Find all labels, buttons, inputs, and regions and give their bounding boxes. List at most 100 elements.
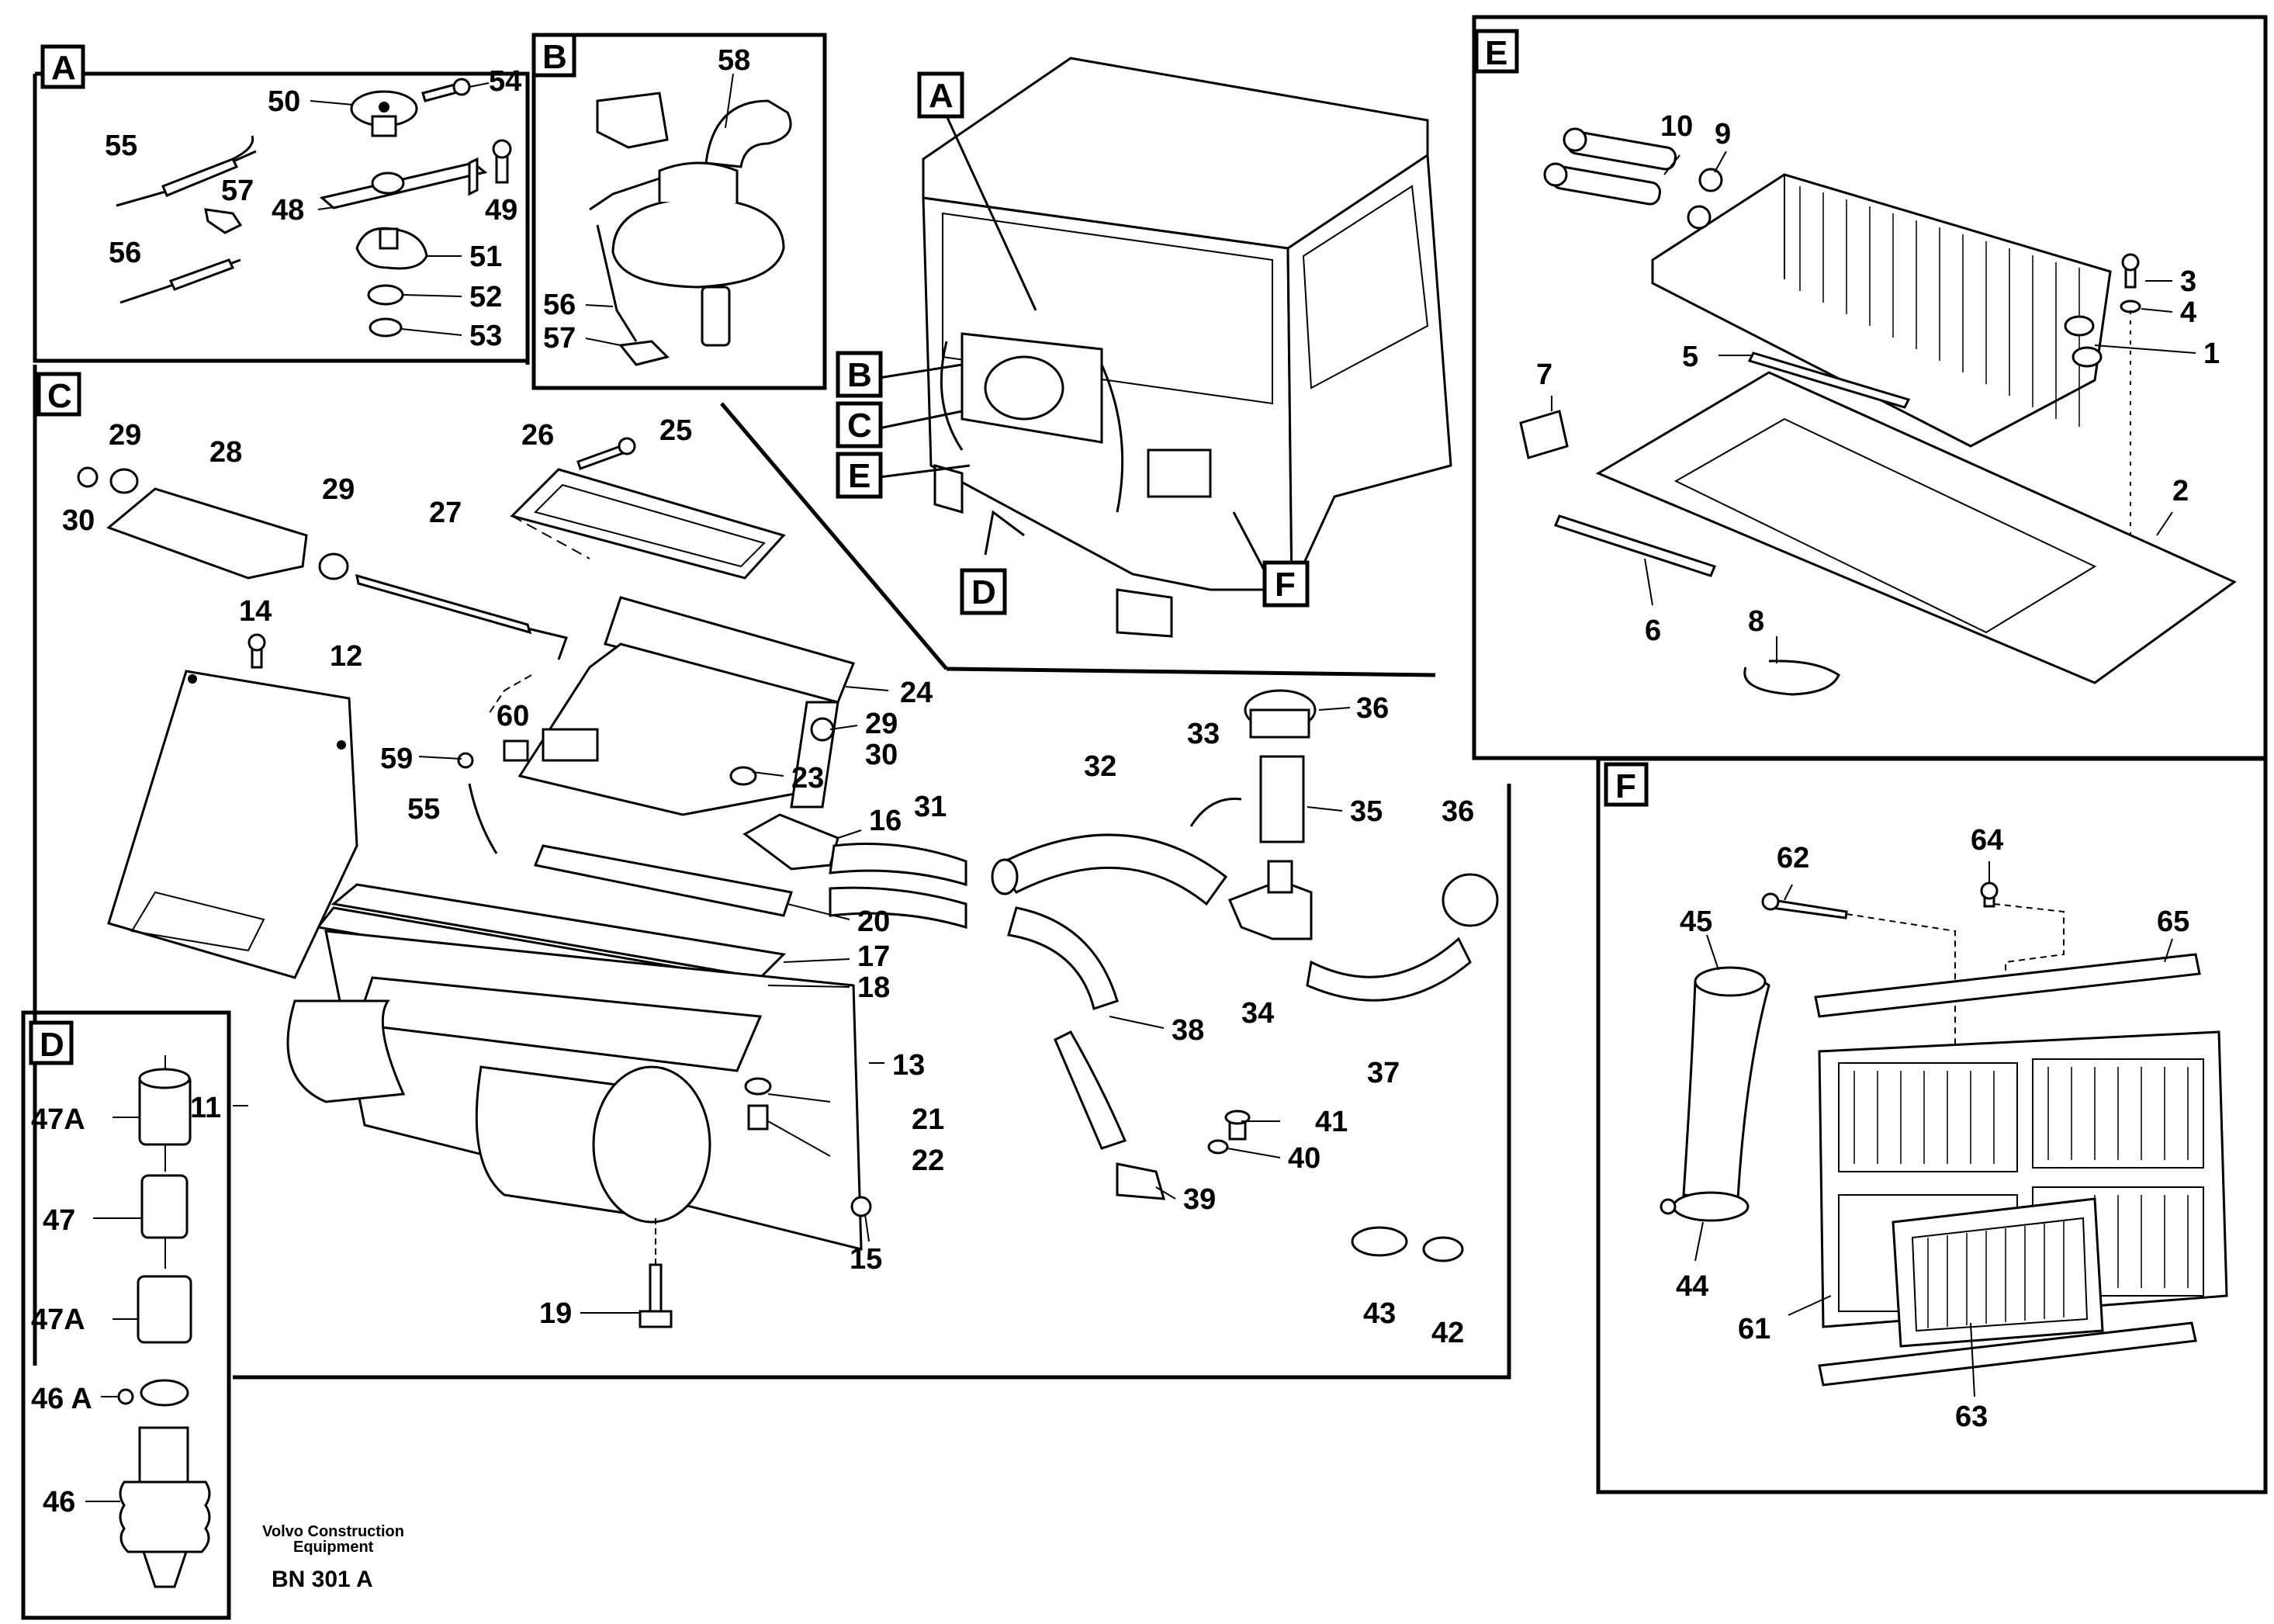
bushing-29c [810,717,835,742]
cable-55c [468,783,498,854]
clamp-9b [1687,205,1712,230]
leader-6 [1644,558,1653,606]
nut-59 [457,752,474,769]
leader-63 [1970,1322,1975,1397]
cover-slot-12 [130,891,265,952]
washer-4 [2120,300,2141,313]
screw-head-62 [1761,892,1780,911]
label-c-38: 38 [1172,1014,1204,1047]
cap-body-36a [1249,708,1310,739]
screw-head-49 [492,139,512,159]
shaft-link-27 [527,627,568,660]
clip-57b [618,340,670,366]
label-c-16: 16 [869,805,902,837]
cover-hole-12a [188,674,197,684]
frame-d [21,1010,231,1620]
hose-37 [1306,937,1472,1002]
leader-29c [829,725,858,730]
strip-5 [1747,351,1911,409]
label-c-30a: 30 [62,504,95,537]
valve-lever-58 [589,177,660,211]
label-c-34: 34 [1241,997,1274,1030]
hose-45 [1682,971,1770,1200]
label-a-53: 53 [469,320,502,352]
leader-17 [783,958,850,963]
clip-33 [1189,797,1242,827]
leader-9 [1714,151,1727,173]
section-label-f: F [1615,767,1636,805]
strip-65 [1814,953,2201,1018]
cab-callout-c: C [847,407,872,445]
tube-35 [1259,755,1305,843]
cab-window-side [1302,185,1429,390]
bellows-46 [119,1480,211,1553]
label-c-29a: 29 [109,419,141,452]
flap-28 [106,487,308,580]
label-f-44: 44 [1676,1270,1708,1303]
cable-sleeve-56 [168,258,235,291]
clip-57 [204,208,243,234]
section-box-e [1474,29,1519,74]
section-label-d: D [40,1026,64,1064]
label-d-46a: 46 A [31,1383,92,1415]
section-label-e: E [1485,34,1507,72]
separator-diagonal [720,402,948,670]
leader-16 [837,829,862,839]
label-a-52: 52 [469,281,502,313]
label-c-33: 33 [1187,718,1220,750]
nut-23 [729,766,757,786]
frame-opening-2 [1673,417,2097,634]
label-c-36b: 36 [1442,795,1474,828]
cable-sleeve-55 [161,158,239,197]
label-b-56: 56 [543,289,576,321]
leader-52 [403,294,462,297]
washer-53 [369,317,403,338]
clamp-9a [1698,168,1723,192]
clamp-screw-44 [1660,1198,1677,1215]
screw-head-14 [247,633,266,652]
label-c-28: 28 [209,436,242,469]
label-a-50: 50 [268,85,300,118]
duct-opening-25 [534,483,766,568]
cab-callout-a-box [917,71,964,119]
bracket-16 [742,813,839,871]
label-c-29c: 29 [865,708,898,740]
filter-cell-61a [1838,1062,2018,1172]
cam-hub-51 [379,227,399,250]
cab-callout-f-box [1262,560,1310,608]
leader-65 [2164,938,2173,963]
label-e-6: 6 [1645,615,1661,647]
spring-22 [747,1104,769,1131]
label-e-2: 2 [2172,475,2189,507]
label-f-63: 63 [1955,1401,1988,1433]
bracket-flange-48 [468,157,479,196]
cab-side [1286,153,1452,590]
hose-32 [995,833,1228,906]
clamp-10a [1563,127,1587,152]
leader-44 [1694,1221,1704,1262]
label-c-27: 27 [429,497,462,529]
cab-window-front [942,212,1273,405]
cab-callout-b-box [836,351,883,398]
label-c-20: 20 [857,905,890,938]
label-c-41: 41 [1315,1106,1348,1138]
leader-54 [469,82,490,88]
label-c-60: 60 [497,700,529,732]
clamp-44 [1672,1191,1750,1222]
stub-1b [2072,346,2103,368]
frame-b [531,33,827,390]
cover-12 [107,670,358,979]
washer-21 [744,1077,772,1096]
footer-company-2: Equipment [293,1539,374,1556]
screw-head-19 [639,1310,673,1328]
plate-20 [533,844,793,917]
label-e-10: 10 [1660,110,1693,143]
label-c-21: 21 [912,1103,944,1136]
label-c-25: 25 [659,414,692,447]
label-c-15: 15 [850,1243,882,1276]
label-a-57: 57 [221,175,254,207]
label-f-64: 64 [1971,824,2003,857]
hose-38a [1007,906,1119,1010]
leader-48 [317,205,346,210]
